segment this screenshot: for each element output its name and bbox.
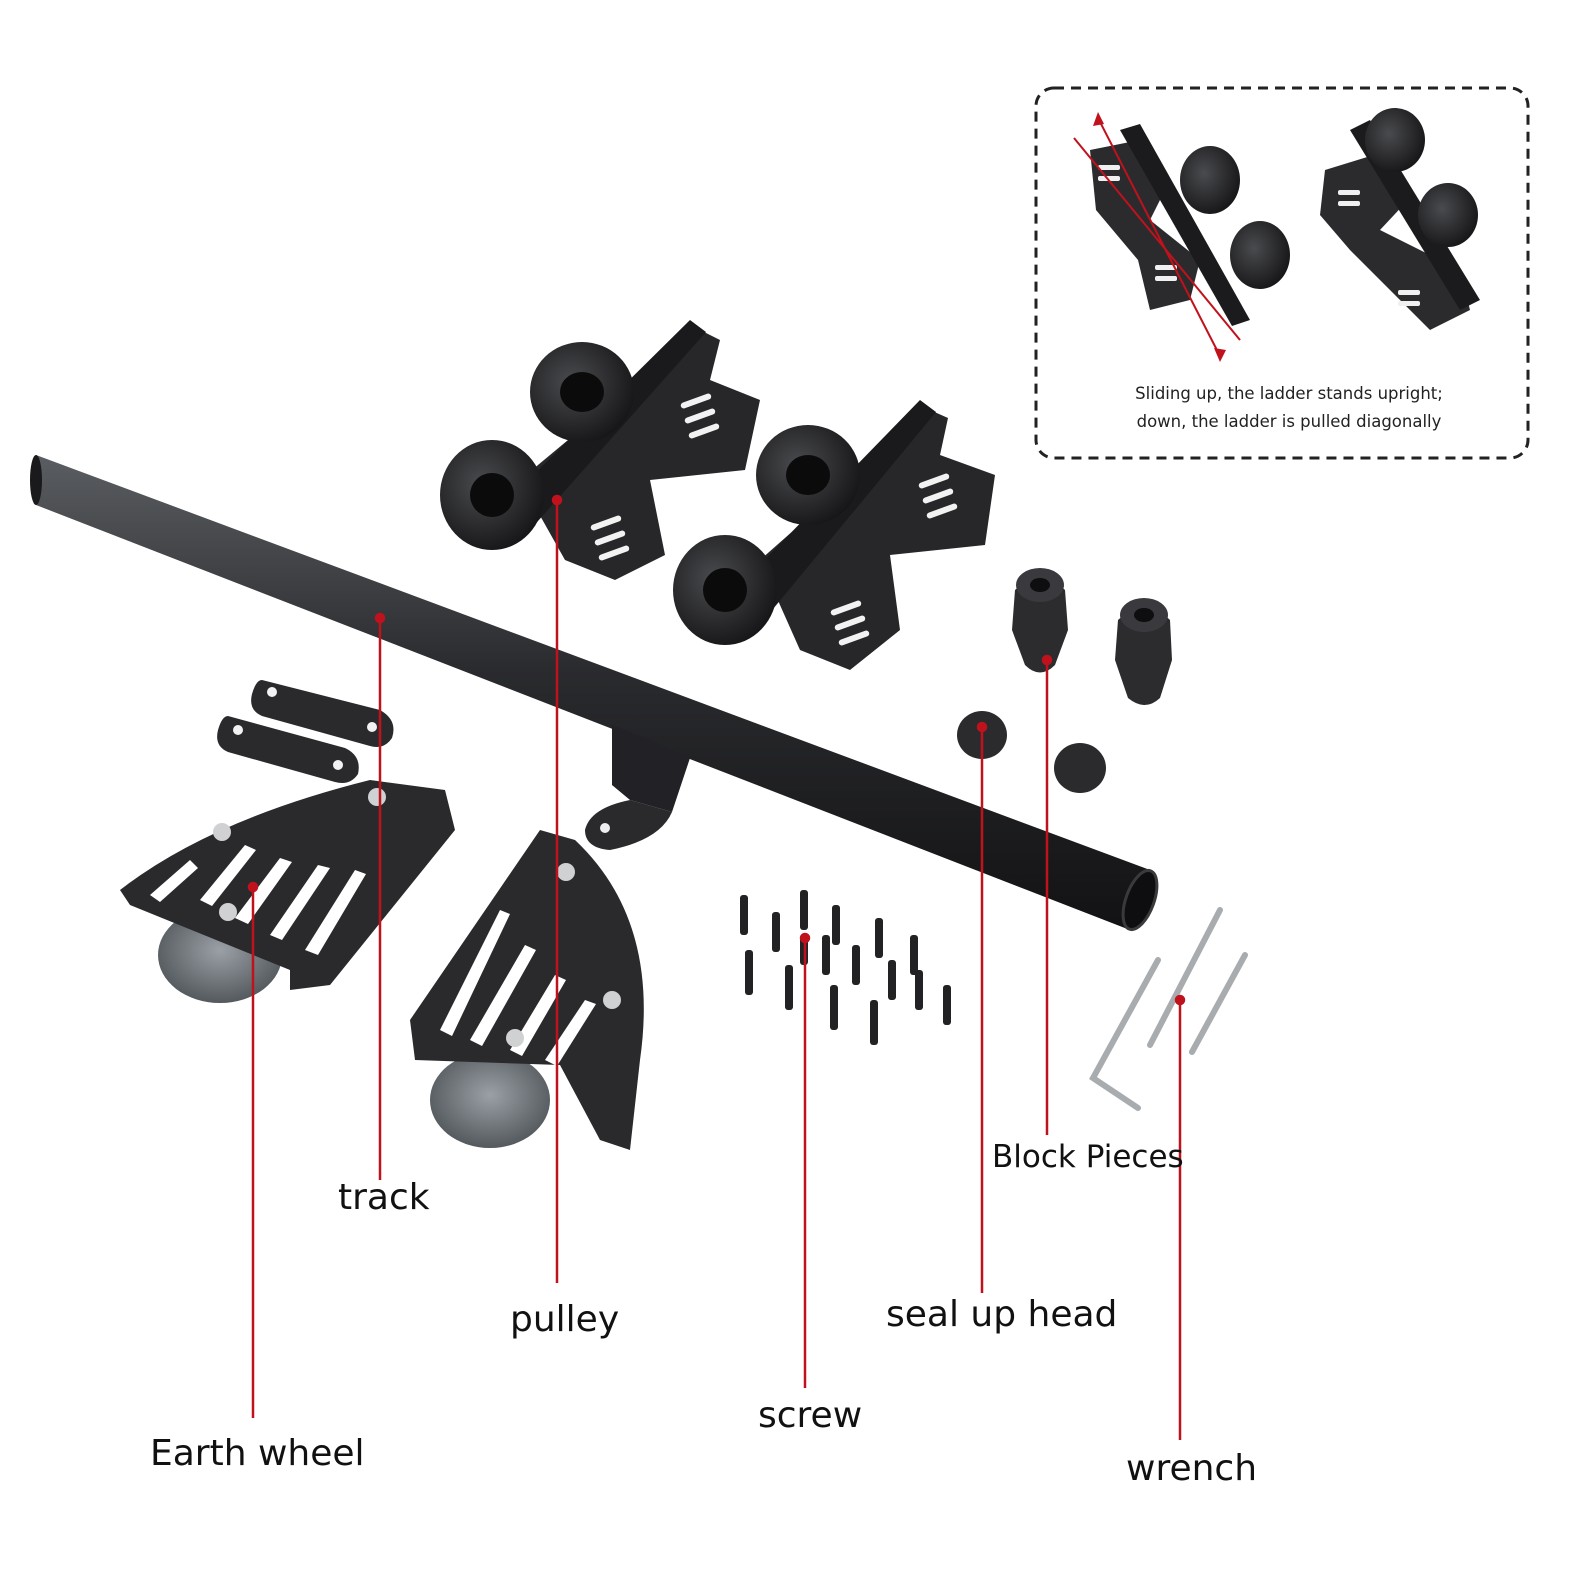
block-pieces xyxy=(1012,568,1172,705)
label-earth-wheel: Earth wheel xyxy=(150,1433,365,1474)
label-screw: screw xyxy=(758,1395,863,1436)
label-track: track xyxy=(338,1177,430,1218)
inset-pulley-upright xyxy=(1320,108,1480,330)
wrenches xyxy=(1089,907,1248,1111)
earth-wheel-left xyxy=(120,780,455,1003)
track-tube xyxy=(30,455,1159,932)
label-wrench: wrench xyxy=(1126,1448,1258,1489)
leader-lines xyxy=(247,494,1186,1440)
inset-caption-line-2: down, the ladder is pulled diagonally xyxy=(1136,412,1442,431)
inset-box xyxy=(1034,86,1530,460)
label-seal-up-head: seal up head xyxy=(886,1294,1118,1335)
pulley-left xyxy=(440,320,760,580)
pulley-right xyxy=(673,400,995,670)
label-block-pieces: Block Pieces xyxy=(992,1139,1184,1175)
inset-caption-line-1: Sliding up, the ladder stands upright; xyxy=(1135,384,1443,403)
inset-pulley-diagonal xyxy=(1073,112,1290,362)
mounting-plates xyxy=(217,680,394,783)
label-pulley: pulley xyxy=(510,1299,620,1340)
inset-caption: Sliding up, the ladder stands upright; d… xyxy=(1044,380,1534,436)
earth-wheel-right xyxy=(410,830,644,1150)
screws xyxy=(740,890,951,1045)
